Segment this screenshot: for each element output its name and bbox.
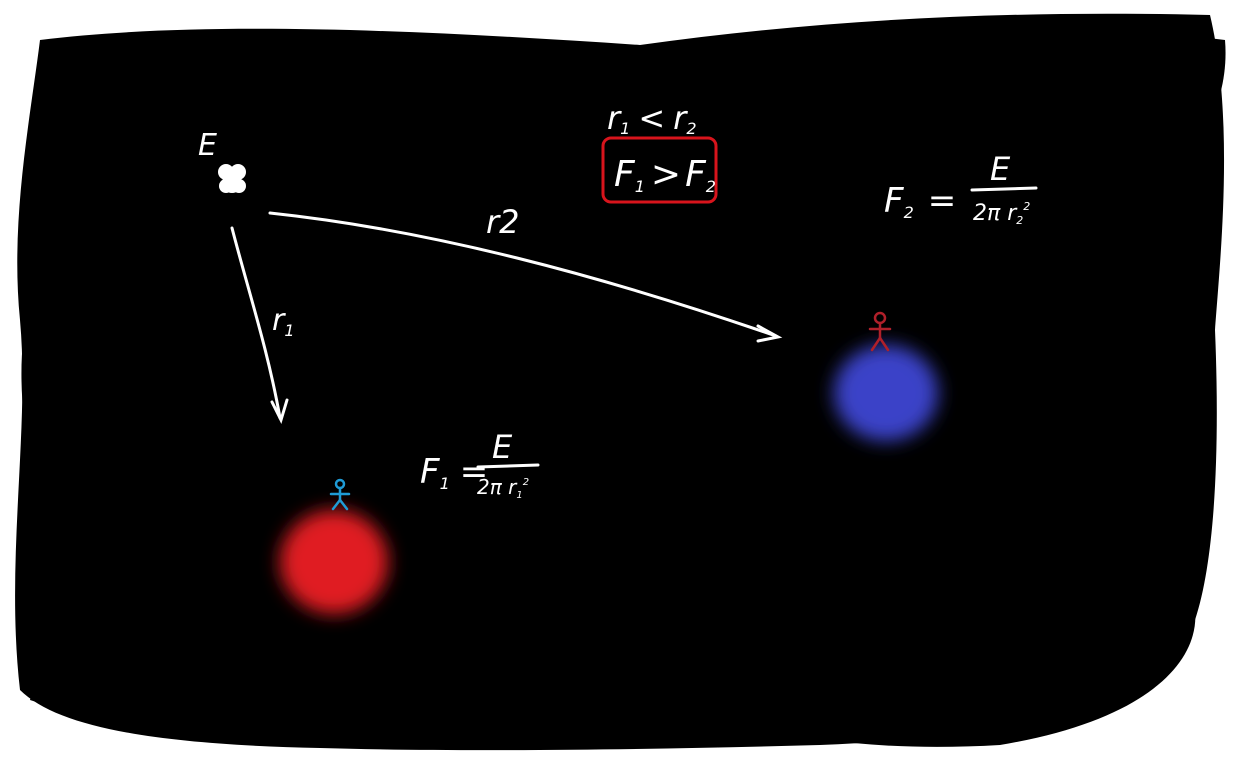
highlight-box xyxy=(601,136,718,204)
energy-source: E xyxy=(198,128,246,193)
f2-numerator: E xyxy=(990,150,1011,188)
f1-denominator: 2π r12 xyxy=(477,475,529,501)
f2-lhs: F2= xyxy=(884,181,956,222)
formula-f2: F2= E 2π r22 xyxy=(884,150,1038,227)
r1-label: r1 xyxy=(272,303,295,340)
f1-lhs: F1= xyxy=(420,452,488,493)
source-label: E xyxy=(198,128,217,163)
blue-planet xyxy=(834,345,938,441)
blue-planet-group xyxy=(834,311,938,441)
f2-denominator: 2π r22 xyxy=(973,200,1030,227)
arrow-r2 xyxy=(268,211,783,343)
formula-f1: F1= E 2π r12 xyxy=(420,428,540,501)
red-planet xyxy=(280,510,388,614)
red-planet-group xyxy=(280,478,388,614)
highlighted-conclusion: F1>F2 xyxy=(601,136,718,204)
f1-fraction-bar xyxy=(476,463,540,469)
person-on-blue-planet-icon xyxy=(868,311,892,352)
relation-distances: r1<r2 xyxy=(607,99,697,138)
r2-label: r2 xyxy=(486,203,520,241)
f1-numerator: E xyxy=(492,428,513,466)
person-on-red-planet-icon xyxy=(329,478,351,511)
source-blob-icon xyxy=(218,164,246,193)
relation-forces: F1>F2 xyxy=(614,154,716,196)
f2-fraction-bar xyxy=(970,186,1038,192)
arrow-r1 xyxy=(230,226,289,425)
